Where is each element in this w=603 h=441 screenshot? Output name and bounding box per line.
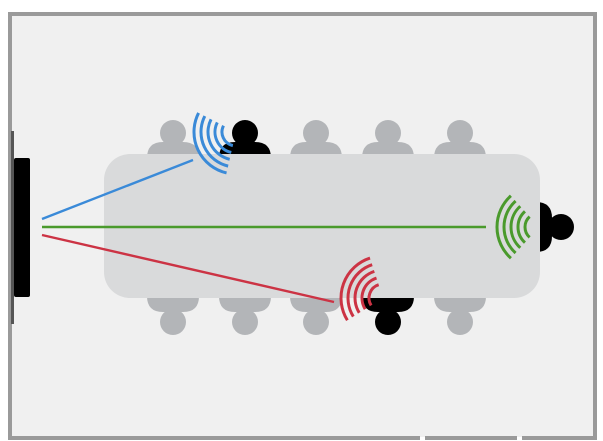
top-talker-beam	[41, 158, 194, 221]
display-mount	[11, 131, 14, 324]
empty-chair-bottom	[219, 296, 271, 335]
bottom-talker-beam	[41, 233, 335, 304]
room-walls	[8, 12, 597, 440]
head-talker-sound-waves	[495, 194, 531, 260]
empty-chair-bottom	[434, 296, 486, 335]
top-talker-sound-waves	[192, 112, 234, 175]
empty-chair-bottom	[147, 296, 199, 335]
sound-waves-group	[192, 112, 531, 322]
display-screen	[14, 158, 30, 297]
occupied-seat-bottom	[362, 296, 414, 335]
bottom-talker-sound-waves	[339, 256, 380, 322]
